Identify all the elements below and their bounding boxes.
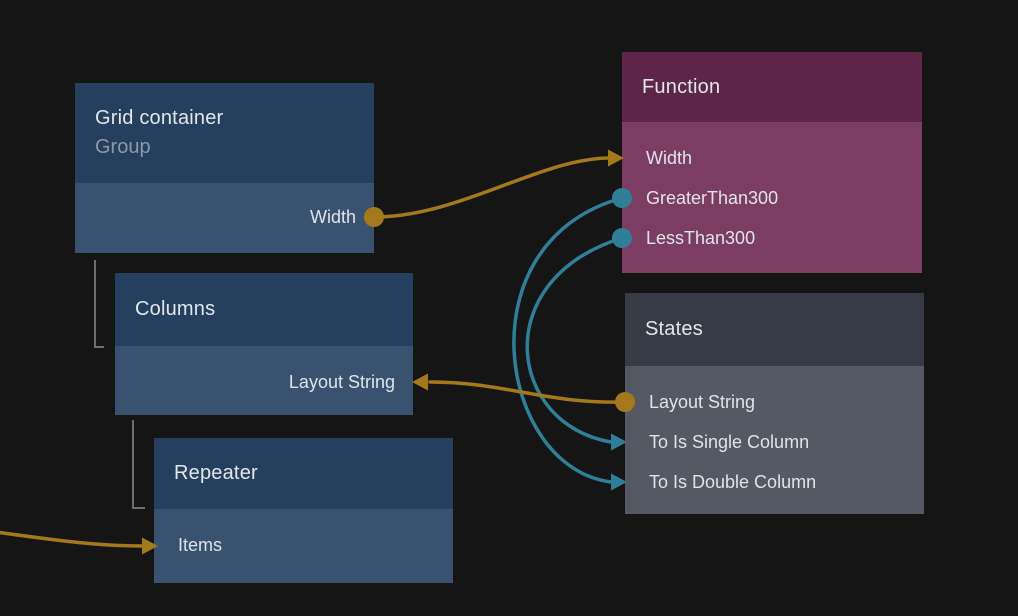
- node-header: States: [625, 293, 924, 366]
- tree-line-grid-to-columns: [94, 260, 104, 348]
- port-items-input[interactable]: Items: [178, 534, 223, 555]
- port-layout-string-input[interactable]: Layout String: [288, 371, 395, 392]
- wire-offscreen-to-repeater-items[interactable]: [0, 530, 158, 555]
- wire-greaterthan300-to-double-column[interactable]: [512, 188, 632, 491]
- node-states[interactable]: States Layout String To Is Single Column…: [625, 293, 924, 514]
- node-grid-container[interactable]: Grid container Group Width: [75, 83, 374, 253]
- port-width-output[interactable]: Width: [309, 206, 356, 227]
- port-greaterthan300-output[interactable]: GreaterThan300: [646, 187, 779, 208]
- node-title: Function: [642, 75, 721, 98]
- node-body: Items: [154, 509, 453, 583]
- node-header: Columns: [115, 273, 413, 346]
- port-to-is-single-column-input[interactable]: To Is Single Column: [649, 431, 810, 452]
- node-title: Grid container: [95, 107, 224, 129]
- node-title: Columns: [135, 298, 216, 320]
- node-header: Grid container Group: [75, 83, 374, 183]
- node-columns[interactable]: Columns Layout String: [115, 273, 413, 415]
- node-title: Repeater: [174, 462, 258, 484]
- wire-states-layout-string-to-columns[interactable]: [412, 373, 635, 413]
- node-body: Width GreaterThan300 LessThan300: [622, 122, 922, 273]
- wire-lessthan300-to-single-column[interactable]: [525, 228, 632, 451]
- port-layout-string-output[interactable]: Layout String: [649, 391, 756, 412]
- node-title: States: [645, 318, 703, 340]
- node-function[interactable]: Function Width GreaterThan300 LessThan30…: [622, 52, 922, 273]
- node-header: Repeater: [154, 438, 453, 509]
- node-header: Function: [622, 52, 922, 122]
- node-body: Layout String: [115, 346, 413, 415]
- node-repeater[interactable]: Repeater Items: [154, 438, 453, 583]
- node-subtitle: Group: [95, 136, 151, 158]
- port-width-input[interactable]: Width: [646, 147, 693, 168]
- port-to-is-double-column-input[interactable]: To Is Double Column: [649, 471, 817, 492]
- node-body: Layout String To Is Single Column To Is …: [625, 366, 924, 514]
- wire-grid-width-to-function-width[interactable]: [364, 149, 624, 228]
- port-lessthan300-output[interactable]: LessThan300: [646, 227, 756, 248]
- tree-line-columns-to-repeater: [132, 420, 145, 509]
- node-body: Width: [75, 183, 374, 253]
